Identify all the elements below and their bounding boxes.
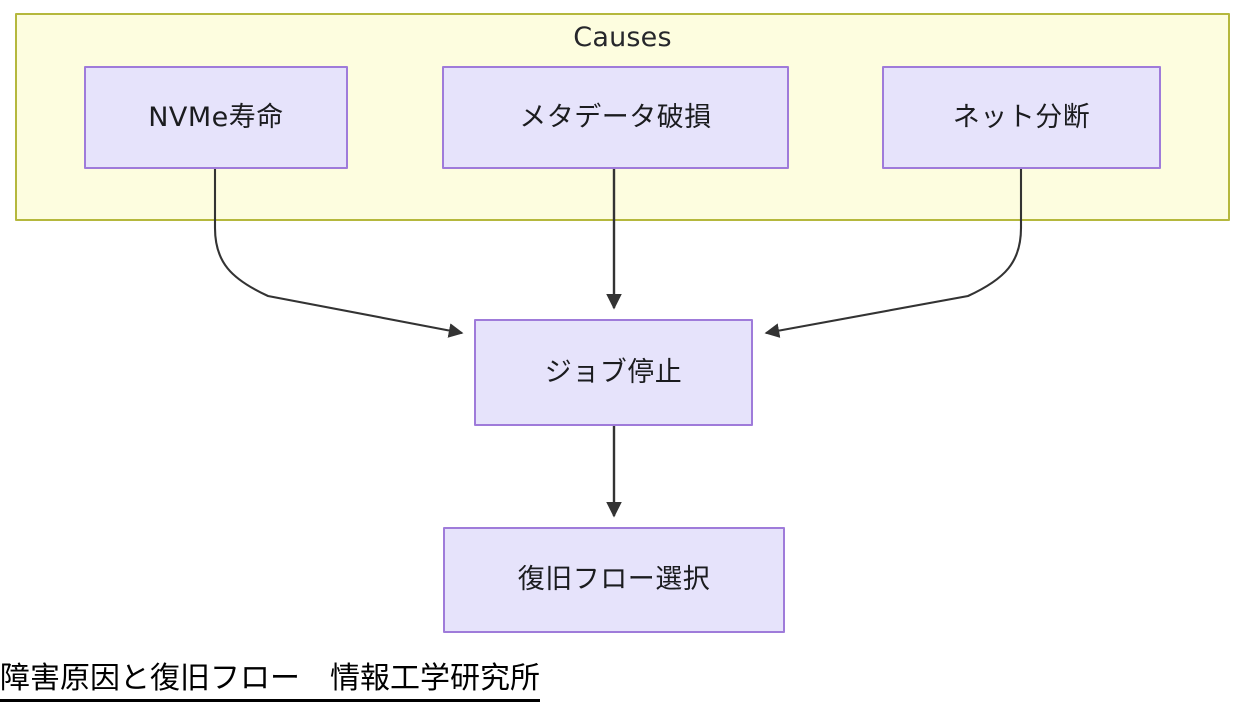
- node-label-nvme: NVMe寿命: [148, 101, 284, 133]
- node-nvme[interactable]: NVMe寿命: [84, 66, 348, 169]
- node-label-job-stop: ジョブ停止: [544, 356, 683, 388]
- node-metadata-corruption[interactable]: メタデータ破損: [442, 66, 789, 169]
- node-recovery-flow-selection[interactable]: 復旧フロー選択: [443, 527, 785, 633]
- node-network-partition[interactable]: ネット分断: [882, 66, 1161, 169]
- node-label-metadata-corruption: メタデータ破損: [519, 101, 712, 133]
- diagram-caption: 障害原因と復旧フロー 情報工学研究所: [0, 660, 540, 703]
- node-job-stop[interactable]: ジョブ停止: [474, 319, 753, 426]
- node-label-network-partition: ネット分断: [952, 101, 1091, 133]
- node-label-recovery-flow-selection: 復旧フロー選択: [517, 564, 711, 596]
- cluster-label-causes: Causes: [573, 22, 672, 53]
